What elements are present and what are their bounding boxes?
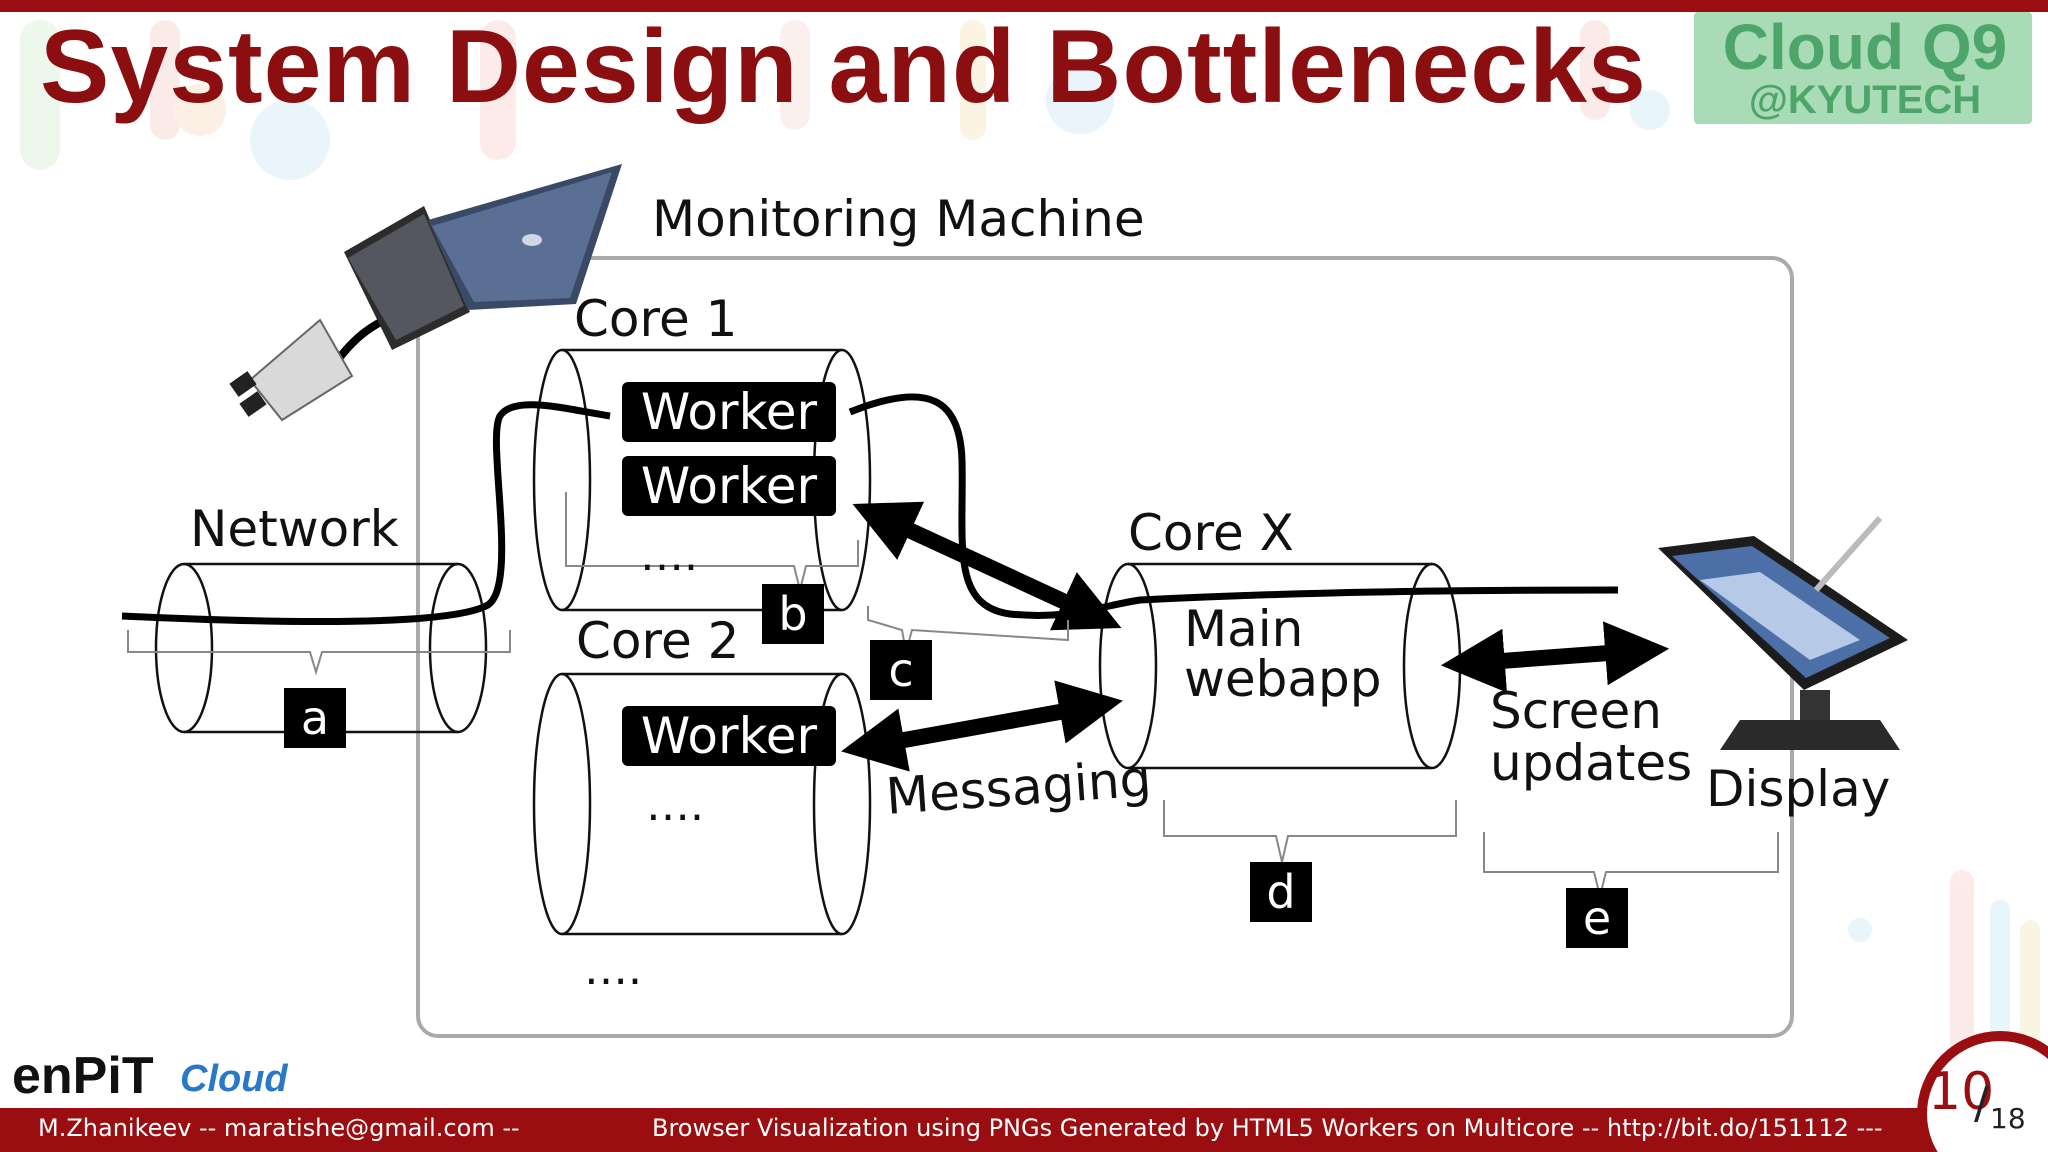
laptop-icon [344, 164, 622, 350]
page-number-total: 18 [1990, 1102, 2026, 1135]
main-webapp-label-line2: webapp [1184, 650, 1382, 708]
page-number-current: 10 [1928, 1062, 1995, 1122]
arrow-core1-corex [852, 501, 1122, 631]
network-label: Network [190, 500, 399, 558]
course-badge-subtitle: @KYUTECH [1748, 78, 1982, 122]
bracket-e [1483, 832, 1779, 897]
bottleneck-tag-c: c [870, 640, 932, 700]
main-webapp-label-line1: Main [1184, 600, 1304, 658]
course-badge [1694, 12, 2032, 124]
worker-box-core1-2: Worker [622, 456, 836, 516]
bottleneck-tag-a: a [284, 688, 346, 748]
arrow-core2-corex [841, 680, 1123, 772]
enpit-cloud-logo-text: Cloud [180, 1058, 288, 1100]
core2-label: Core 2 [576, 612, 740, 670]
display-label: Display [1706, 760, 1891, 818]
network-plug-icon [229, 318, 354, 422]
core2-ellipsis: …. [646, 780, 704, 831]
enpit-logo-text: enPiT [12, 1047, 154, 1105]
network-cable [121, 401, 611, 626]
top-bar [0, 0, 2048, 12]
bottleneck-tag-e: e [1566, 888, 1628, 948]
bottleneck-tag-d: d [1250, 862, 1312, 922]
worker-box-core1-1: Worker [622, 382, 836, 442]
network-cylinder [154, 562, 488, 734]
page-number-circle [1917, 1031, 2048, 1152]
display-monitor-icon [1658, 516, 1908, 750]
corex-label: Core X [1128, 504, 1294, 562]
page-number-slash: / [1974, 1078, 1989, 1129]
footer-talk-title: Browser Visualization using PNGs Generat… [652, 1114, 1883, 1142]
footer-bar [0, 1108, 2048, 1152]
slide-title: System Design and Bottlenecks [40, 9, 1647, 125]
core1-label: Core 1 [574, 290, 738, 348]
core2-cylinder [532, 672, 872, 936]
worker-box-core2-1: Worker [622, 706, 836, 766]
bottleneck-tag-b: b [762, 584, 824, 644]
bracket-a [127, 630, 511, 676]
monitoring-machine-label: Monitoring Machine [652, 190, 1145, 248]
screen-updates-label-line2: updates [1490, 734, 1693, 792]
footer-author: M.Zhanikeev -- maratishe@gmail.com -- [38, 1114, 520, 1142]
screen-updates-label-line1: Screen [1490, 682, 1662, 740]
more-cores-ellipsis: …. [584, 944, 642, 995]
arrow-corex-display [1440, 621, 1670, 693]
course-badge-title: Cloud Q9 [1722, 11, 2008, 83]
core1-ellipsis: …. [640, 530, 698, 581]
bracket-d [1163, 800, 1457, 863]
